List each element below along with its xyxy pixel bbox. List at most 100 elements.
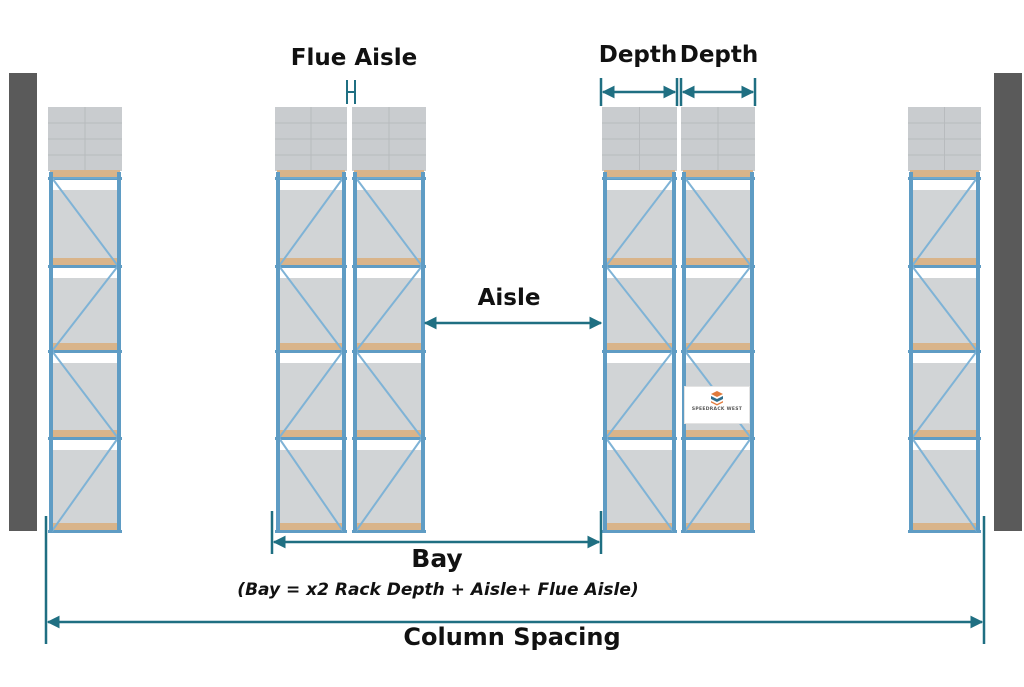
aisle-label: Aisle (477, 285, 541, 311)
pallet-load (50, 450, 120, 523)
depth-arrow-2 (679, 78, 757, 106)
beam (602, 437, 677, 440)
column-spacing-arrow (44, 516, 986, 644)
beam (681, 437, 755, 440)
pallet-load (277, 450, 345, 523)
pallet (50, 170, 120, 177)
brace (911, 265, 978, 352)
brace (684, 437, 752, 532)
pallet (50, 523, 120, 530)
pallet-load (50, 278, 120, 343)
depth-arrow-1 (599, 78, 679, 106)
beam (908, 530, 981, 533)
upright (421, 172, 425, 531)
beam (352, 530, 426, 533)
beam (602, 530, 677, 533)
beam (48, 265, 122, 268)
upright (353, 172, 357, 531)
depth-label-1: Depth (598, 42, 678, 68)
beam (48, 350, 122, 353)
pallet (277, 170, 345, 177)
pallet-load (910, 190, 979, 258)
pallet-load (277, 363, 345, 430)
beam (352, 350, 426, 353)
brace (51, 265, 119, 352)
pallet (910, 430, 979, 437)
depth-label-2: Depth (679, 42, 759, 68)
brace (605, 437, 674, 532)
brace (684, 177, 752, 267)
pallet (604, 523, 675, 530)
beam (908, 350, 981, 353)
speedrack-sign: SPEEDRACK WEST (684, 386, 750, 424)
pallet-load (277, 278, 345, 343)
pallet (354, 343, 424, 350)
building-column-left (9, 73, 37, 531)
beam (275, 437, 347, 440)
brace (278, 265, 344, 352)
beam (602, 350, 677, 353)
brace (51, 437, 119, 532)
pallet-load (683, 190, 753, 258)
brace (605, 265, 674, 352)
beam (48, 437, 122, 440)
flue-aisle-label: Flue Aisle (290, 45, 418, 71)
speedrack-logo-icon (711, 391, 723, 406)
pallet-load (354, 190, 424, 258)
pallet-load (604, 278, 675, 343)
beam (908, 437, 981, 440)
pallet (354, 258, 424, 265)
beam (275, 530, 347, 533)
pallet-load (354, 450, 424, 523)
pallet (683, 343, 753, 350)
brace (605, 350, 674, 439)
brace (51, 177, 119, 267)
brace (51, 350, 119, 439)
beam (352, 265, 426, 268)
pallet-load (910, 363, 979, 430)
pallet (277, 258, 345, 265)
brace (605, 177, 674, 267)
brace (278, 350, 344, 439)
pallet (910, 343, 979, 350)
beam (275, 350, 347, 353)
beam (681, 350, 755, 353)
pallet (910, 523, 979, 530)
upright (682, 172, 686, 531)
pallet-load (50, 363, 120, 430)
bay-label: Bay (411, 544, 463, 573)
pallet-load (277, 190, 345, 258)
building-column-right (994, 73, 1022, 531)
bay-arrow (270, 511, 603, 554)
pallet (683, 523, 753, 530)
pallet (50, 430, 120, 437)
brace (911, 177, 978, 267)
pallet (277, 343, 345, 350)
pallet-load (50, 190, 120, 258)
pallet (604, 430, 675, 437)
beam (602, 265, 677, 268)
beam (275, 265, 347, 268)
rack-frame (48, 107, 122, 533)
pallet-load (683, 450, 753, 523)
pallet (910, 258, 979, 265)
pallet-load (910, 450, 979, 523)
pallet (683, 170, 753, 177)
brace (911, 350, 978, 439)
pallet-load (910, 278, 979, 343)
brace (278, 177, 344, 267)
brace (355, 177, 423, 267)
upright (603, 172, 607, 531)
pallet-load (354, 363, 424, 430)
pallet-load (354, 278, 424, 343)
pallet (604, 170, 675, 177)
pallet (604, 343, 675, 350)
flue-aisle-marker (346, 80, 356, 104)
pallet (50, 343, 120, 350)
beam (681, 530, 755, 533)
pallet (604, 258, 675, 265)
upright (117, 172, 121, 531)
pallet-load (683, 278, 753, 343)
